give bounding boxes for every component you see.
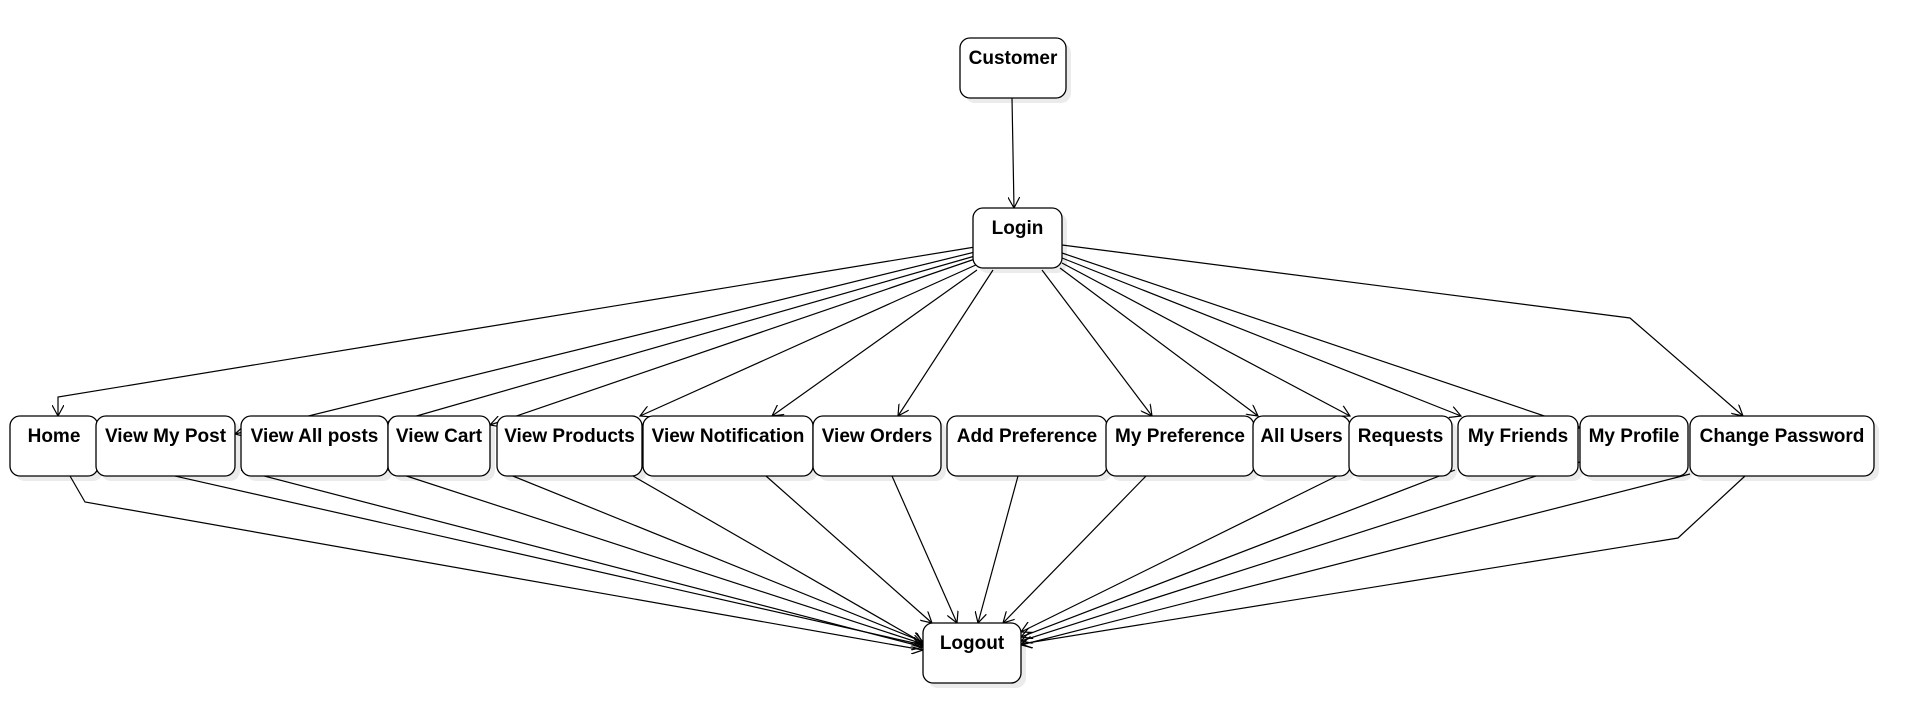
edge-view-all-posts-to-logout: [240, 469, 923, 647]
node-home: Home: [9, 415, 103, 481]
node-box: [1457, 415, 1579, 477]
edge-view-orders-to-logout: [765, 475, 932, 623]
edge-login-to-view-cart: [490, 258, 976, 425]
node-my-friends: My Friends: [1457, 415, 1583, 481]
edge-login-to-requests: [1061, 262, 1350, 416]
node-label: Home: [28, 426, 81, 447]
node-label: Change Password: [1700, 426, 1865, 447]
node-logout: Logout: [922, 622, 1026, 688]
node-box: [496, 415, 643, 477]
node-label: My Profile: [1589, 426, 1680, 447]
node-box: [95, 415, 236, 477]
edge-change-password-to-logout: [1021, 475, 1746, 644]
edge-login-to-my-profile: [1061, 252, 1580, 428]
node-label: Login: [992, 218, 1044, 239]
node-box: [1579, 415, 1689, 477]
node-label: View Products: [504, 426, 635, 447]
node-label: My Preference: [1115, 426, 1245, 447]
node-label: Customer: [969, 48, 1058, 69]
edge-view-my-post-to-logout: [103, 459, 923, 645]
edge-login-to-my-preference: [1041, 269, 1152, 416]
node-view-all-posts: View All posts: [240, 415, 393, 481]
edge-add-preference-to-logout: [891, 475, 957, 623]
edge-requests-to-logout: [1021, 469, 1350, 632]
node-label: My Friends: [1468, 426, 1568, 447]
node-my-preference: My Preference: [1105, 415, 1259, 481]
edge-login-to-home: [58, 246, 976, 416]
node-box: [922, 622, 1022, 684]
node-all-users: All Users: [1252, 415, 1355, 481]
edge-login-to-change-password: [1061, 244, 1743, 416]
node-box: [387, 415, 491, 477]
edge-view-cart-to-logout: [387, 469, 923, 644]
edge-my-preference-to-logout: [978, 475, 1019, 623]
node-label: View Notification: [652, 426, 805, 447]
node-login: Login: [972, 207, 1067, 273]
node-view-notification: View Notification: [642, 415, 818, 481]
node-view-products: View Products: [496, 415, 647, 481]
edge-home-to-logout: [69, 475, 923, 650]
node-view-orders: View Orders: [812, 415, 946, 481]
edge-view-products-to-logout: [497, 469, 923, 642]
edges-layer: [58, 97, 1746, 650]
node-label: Logout: [940, 633, 1005, 654]
node-box: [1689, 415, 1875, 477]
node-view-cart: View Cart: [387, 415, 495, 481]
node-label: View Orders: [822, 426, 933, 447]
edge-all-users-to-logout: [1003, 475, 1147, 623]
node-box: [812, 415, 942, 477]
edge-my-profile-to-logout: [1021, 461, 1581, 641]
edge-login-to-all-users: [1059, 267, 1258, 416]
edge-login-to-view-orders: [898, 269, 994, 416]
node-box: [1348, 415, 1453, 477]
node-customer: Customer: [959, 37, 1071, 103]
node-label: View My Post: [105, 426, 227, 447]
node-label: Add Preference: [957, 426, 1097, 447]
edge-login-to-view-products: [640, 263, 979, 416]
node-label: View Cart: [396, 426, 483, 447]
edge-my-friends-to-logout: [1021, 469, 1456, 637]
edge-customer-to-login: [1012, 97, 1014, 208]
node-label: View All posts: [251, 426, 379, 447]
my-profile-to-logout-line-2: [1021, 473, 1691, 645]
node-requests: Requests: [1348, 415, 1457, 481]
edge-login-to-view-all-posts: [385, 255, 976, 425]
node-box: [959, 37, 1067, 99]
node-my-profile: My Profile: [1579, 415, 1693, 481]
node-label: All Users: [1260, 426, 1342, 447]
node-label: Requests: [1358, 426, 1444, 447]
node-box: [972, 207, 1063, 269]
node-view-my-post: View My Post: [95, 415, 240, 481]
edge-login-to-my-friends: [1061, 257, 1461, 416]
edge-view-notification-to-logout: [632, 475, 923, 643]
node-add-preference: Add Preference: [946, 415, 1112, 481]
node-change-password: Change Password: [1689, 415, 1879, 481]
edge-login-to-view-notification: [772, 269, 978, 416]
edge-login-to-view-my-post: [235, 251, 976, 434]
